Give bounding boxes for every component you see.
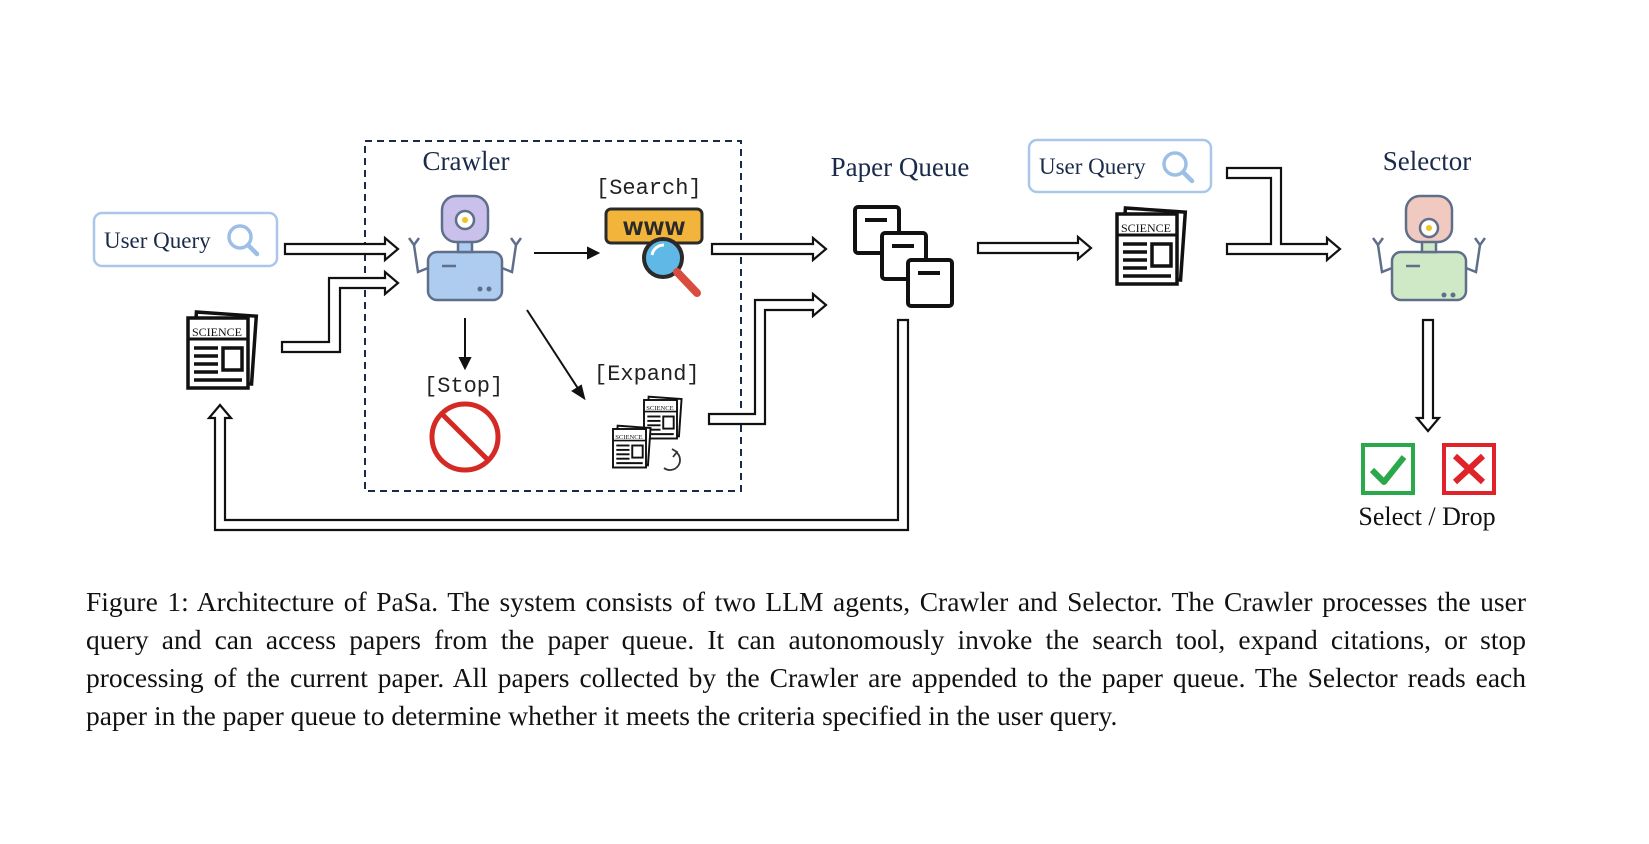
user-query-label-right: User Query [1039,154,1146,179]
crawler-robot-icon [407,194,523,302]
web-search-icon: WWW [604,207,704,297]
stop-icon [429,401,501,473]
science-paper-icon-left: SCIENCE [186,310,259,390]
expand-cycle-icon [663,448,681,471]
data-flow-arrows [206,166,1442,532]
arrow-selector-to-decision [1414,318,1442,433]
science-paper-icon-selector: SCIENCE [1115,206,1188,286]
science-label: SCIENCE [615,434,642,441]
arrow-expand-to-queue [707,291,828,426]
science-label: SCIENCE [192,325,242,339]
paper-queue-stack-icon [853,205,954,308]
user-query-label-left: User Query [104,228,211,253]
drop-cross-icon [1442,443,1496,495]
selector-title: Selector [1383,146,1471,176]
science-label: SCIENCE [646,405,673,412]
paper-queue-title: Paper Queue [831,152,970,182]
arrow-query-to-crawler [283,235,400,263]
expand-action-label: [Expand] [594,362,700,387]
arrow-search-to-queue [710,235,828,263]
arrow-queue-to-selector [976,234,1093,262]
selector-robot-icon [1371,194,1487,302]
user-query-box-right: User Query [1027,138,1213,194]
arrow-paper-to-crawler [280,269,400,354]
crawler-boundary-box [364,140,742,492]
crawler-title: Crawler [423,146,510,176]
arrow-queue-feedback-loop [206,318,910,532]
search-action-label: [Search] [596,176,702,201]
science-label: SCIENCE [1121,221,1171,235]
select-check-icon [1361,443,1415,495]
user-query-box-left: User Query [92,211,279,268]
figure-caption: Figure 1: Architecture of PaSa. The syst… [86,586,1526,731]
www-label: WWW [623,218,686,240]
stop-action-label: [Stop] [424,374,503,399]
citation-paper-icon-front: SCIENCE [612,424,652,469]
crawler-internal-arrows [458,246,601,401]
arrow-inputs-to-selector [1225,166,1342,263]
select-drop-label: Select / Drop [1358,502,1495,531]
citation-paper-icon-back: SCIENCE [643,395,683,440]
